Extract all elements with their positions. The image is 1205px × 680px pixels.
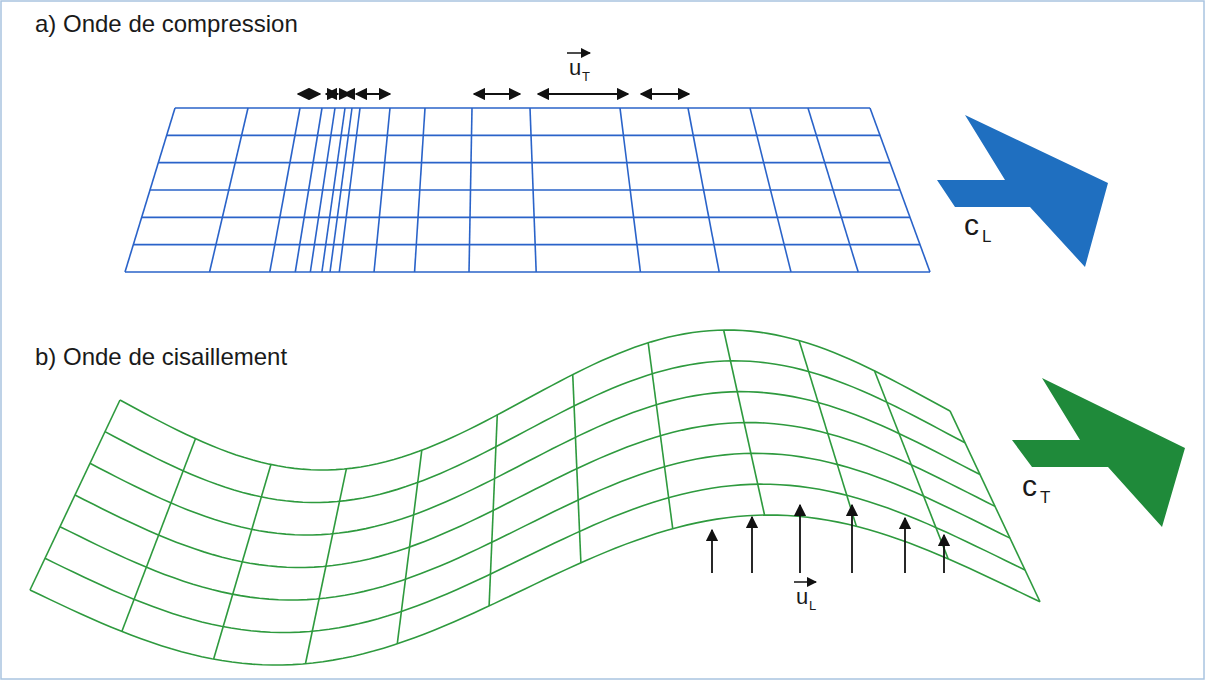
propagation-arrow xyxy=(937,115,1108,267)
panel-title: b) Onde de cisaillement xyxy=(35,345,287,369)
displacement-arrow xyxy=(799,505,801,573)
vector-subscript: L xyxy=(809,599,816,612)
grid-line xyxy=(133,244,920,246)
speed-subscript: L xyxy=(982,228,991,245)
displacement-arrow xyxy=(326,93,338,95)
grid-line xyxy=(305,469,346,664)
compression-mesh xyxy=(125,108,930,272)
displacement-arrow xyxy=(851,505,853,573)
grid-line xyxy=(90,392,980,535)
displacement-arrow xyxy=(298,93,320,95)
speed-subscript: T xyxy=(1040,489,1050,506)
grid-line xyxy=(214,464,271,659)
displacement-arrows xyxy=(712,505,944,573)
propagation-arrow xyxy=(1012,378,1185,527)
grid-line xyxy=(648,343,673,529)
grid-line xyxy=(105,361,965,503)
vector-symbol: u xyxy=(569,57,581,79)
grid-line xyxy=(45,484,1025,632)
vector-arrow xyxy=(567,52,590,54)
grid-line xyxy=(30,515,1040,665)
displacement-arrow xyxy=(641,93,689,95)
grid-line xyxy=(158,162,890,164)
grid-line xyxy=(724,330,765,515)
speed-symbol: c xyxy=(1022,471,1037,501)
grid-line xyxy=(125,271,930,273)
panel-title: a) Onde de compression xyxy=(35,12,298,36)
vector-arrow xyxy=(794,581,816,583)
vector-subscript: T xyxy=(582,70,590,83)
grid-line xyxy=(489,415,497,606)
grid-line xyxy=(142,217,910,219)
grid-line xyxy=(875,371,949,559)
displacement-arrow xyxy=(751,517,753,573)
grid-line xyxy=(175,107,870,109)
displacement-arrows xyxy=(298,94,689,95)
grid-line xyxy=(573,375,581,563)
grid-line xyxy=(950,411,1040,602)
displacement-arrow xyxy=(344,93,350,95)
vector-symbol: u xyxy=(796,586,808,608)
speed-symbol: c xyxy=(964,210,979,240)
grid-line xyxy=(167,135,880,137)
grid-line xyxy=(150,189,900,191)
grid-line xyxy=(75,423,995,568)
grid-line xyxy=(122,439,196,632)
displacement-arrow xyxy=(474,93,520,95)
displacement-arrow xyxy=(711,530,713,573)
displacement-arrow xyxy=(356,93,390,95)
grid-line xyxy=(799,341,856,527)
displacement-arrow xyxy=(943,535,945,573)
grid-line xyxy=(30,400,120,590)
displacement-arrow xyxy=(538,93,628,95)
displacement-arrow xyxy=(904,518,906,573)
grid-line xyxy=(60,453,1010,600)
shear-mesh xyxy=(30,330,1040,665)
grid-line xyxy=(397,450,422,644)
